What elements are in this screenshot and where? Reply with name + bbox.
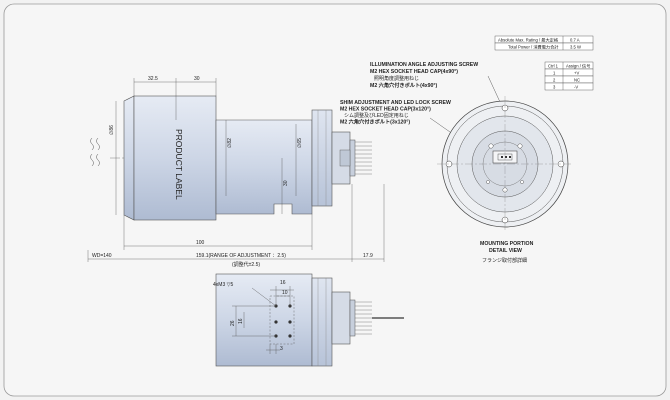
rating-value-2: 3.5 W (570, 45, 581, 50)
rating-label-1: Absolute Max. Rating / 最大定格 (498, 37, 559, 44)
rating-label-2: Total Power / 消費電力合計 (508, 44, 559, 51)
bottom-dimension-lines (232, 286, 294, 354)
pin-header-2: Assign / 信号 (566, 63, 590, 70)
dim-30-side: 30 (283, 180, 289, 186)
dim-16-side: 16 (238, 318, 244, 324)
dim-26: 26 (230, 320, 236, 326)
pin-header-1: Ctrl 1 (548, 64, 559, 69)
callout-shim-line1: SHIM ADJUSTMENT AND LED LOCK SCREW (340, 100, 451, 106)
dim-100: 100 (196, 240, 205, 246)
product-label: PRODUCT LABEL (174, 129, 184, 200)
dim-3: 3 (280, 346, 283, 352)
dim-159-1: 159.1(RANGE OF ADJUSTMENT ：2.5) (196, 253, 286, 259)
callout-illum-line1: ILLUMINATION ANGLE ADJUSTING SCREW (370, 62, 478, 68)
callout-illum-line4: M2 六角穴付きボルト(4x90°) (370, 81, 437, 89)
illumination-callout: ILLUMINATION ANGLE ADJUSTING SCREW M2 HE… (370, 62, 478, 89)
pin-sig-3: -V (574, 85, 578, 90)
dim-wd-140: WD=140 (92, 253, 112, 259)
top-dimension-lines (87, 78, 385, 262)
mounting-subtitle: DETAIL VIEW (489, 248, 522, 254)
dim-30-top: 30 (194, 76, 200, 82)
bottom-view (215, 273, 404, 367)
dim-16-top: 16 (280, 280, 286, 286)
callout-shim-line2: M2 HEX SOCKET HEAD CAP(3x120°) (340, 107, 431, 113)
pin-sig-1: +V (574, 71, 579, 76)
pin-sig-2: NC (574, 78, 580, 83)
dim-adjustment-jp: (調整代±2.5) (232, 261, 260, 268)
mounting-jp: フランジ取付部詳細 (482, 257, 527, 264)
mounting-title: MOUNTING PORTION (480, 241, 534, 247)
callout-illum-line2: M2 HEX SOCKET HEAD CAP(4x90°) (370, 69, 458, 75)
side-view (90, 95, 372, 221)
dim-phi-82: ∅82 (227, 138, 233, 148)
rating-value-1: 0.7 A (570, 38, 580, 43)
callout-shim-line3: シム調整及びLED固定用ねじ (344, 112, 409, 119)
pin-num-2: 2 (553, 78, 556, 83)
dim-phi-65: ∅65 (297, 138, 303, 148)
pin-num-3: 3 (553, 85, 556, 90)
dim-4xm3: 4xM3 ▽5 (213, 282, 233, 288)
dim-32-5: 32.5 (148, 76, 158, 82)
callout-illum-line3: 照明角度調整用ねじ (374, 75, 419, 82)
dim-phi-86: ∅86 (109, 125, 115, 135)
ratings-table (494, 35, 594, 51)
dim-10: 10 (282, 290, 288, 296)
dim-17-9: 17.9 (363, 253, 373, 259)
pin-num-1: 1 (553, 71, 556, 76)
illum-leader (487, 75, 501, 103)
mounting-detail-view (437, 96, 573, 232)
pin-table (544, 61, 594, 91)
callout-shim-line4: M2 六角穴付きボルト(3x120°) (340, 118, 410, 126)
shim-callout: SHIM ADJUSTMENT AND LED LOCK SCREW M2 HE… (340, 100, 451, 126)
